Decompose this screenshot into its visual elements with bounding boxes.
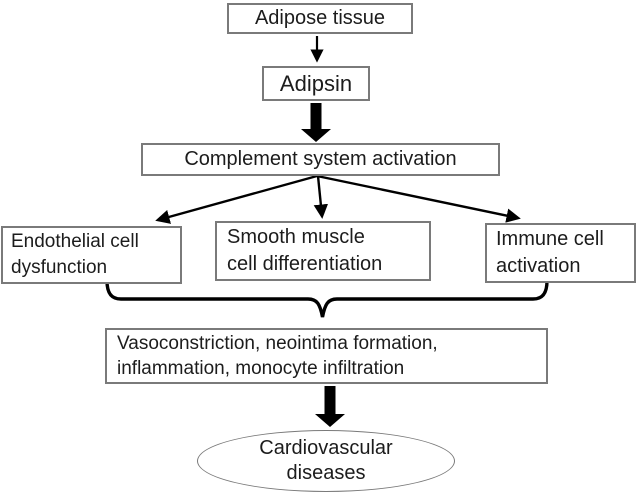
node-cvd-label-line1: Cardiovascular (259, 437, 393, 459)
node-cvd-label-line2: diseases (286, 462, 366, 484)
node-immune-cell-activation: Immune cell activation (485, 223, 636, 283)
node-endothelial-label-line2: dysfunction (11, 257, 108, 278)
node-outcomes-label-line2: inflammation, monocyte infiltration (117, 358, 405, 379)
node-smooth-muscle-cell-differentiation: Smooth muscle cell differentiation (215, 221, 431, 281)
node-adipsin-label: Adipsin (279, 70, 353, 96)
node-outcomes-label-line1: Vasoconstriction, neointima formation, (117, 333, 438, 354)
node-smooth-muscle-label-line1: Smooth muscle (227, 226, 365, 248)
thick-arrow-outcomes-to-cvd-icon (315, 386, 345, 427)
node-adipose-tissue-label: Adipose tissue (254, 7, 386, 29)
node-endothelial-cell-dysfunction: Endothelial cell dysfunction (1, 226, 182, 284)
thick-arrow-adipsin-to-complement-icon (301, 103, 331, 142)
node-complement-system-activation: Complement system activation (141, 143, 500, 176)
node-adipose-tissue: Adipose tissue (227, 3, 413, 34)
node-outcomes: Vasoconstriction, neointima formation, i… (105, 328, 548, 384)
arrow-complement-to-immune-icon (316, 174, 521, 223)
node-cardiovascular-diseases: Cardiovascular diseases (197, 430, 455, 492)
node-immune-label-line1: Immune cell (496, 228, 604, 250)
node-immune-label-line2: activation (496, 255, 581, 277)
arrow-complement-to-endothelial-icon (155, 174, 318, 224)
node-endothelial-label-line1: Endothelial cell (11, 231, 139, 252)
node-smooth-muscle-label-line2: cell differentiation (227, 253, 383, 275)
arrow-complement-to-smooth-muscle-icon (313, 175, 329, 219)
node-complement-label: Complement system activation (184, 148, 457, 170)
node-adipsin: Adipsin (262, 66, 370, 101)
curly-brace-icon (105, 279, 549, 318)
